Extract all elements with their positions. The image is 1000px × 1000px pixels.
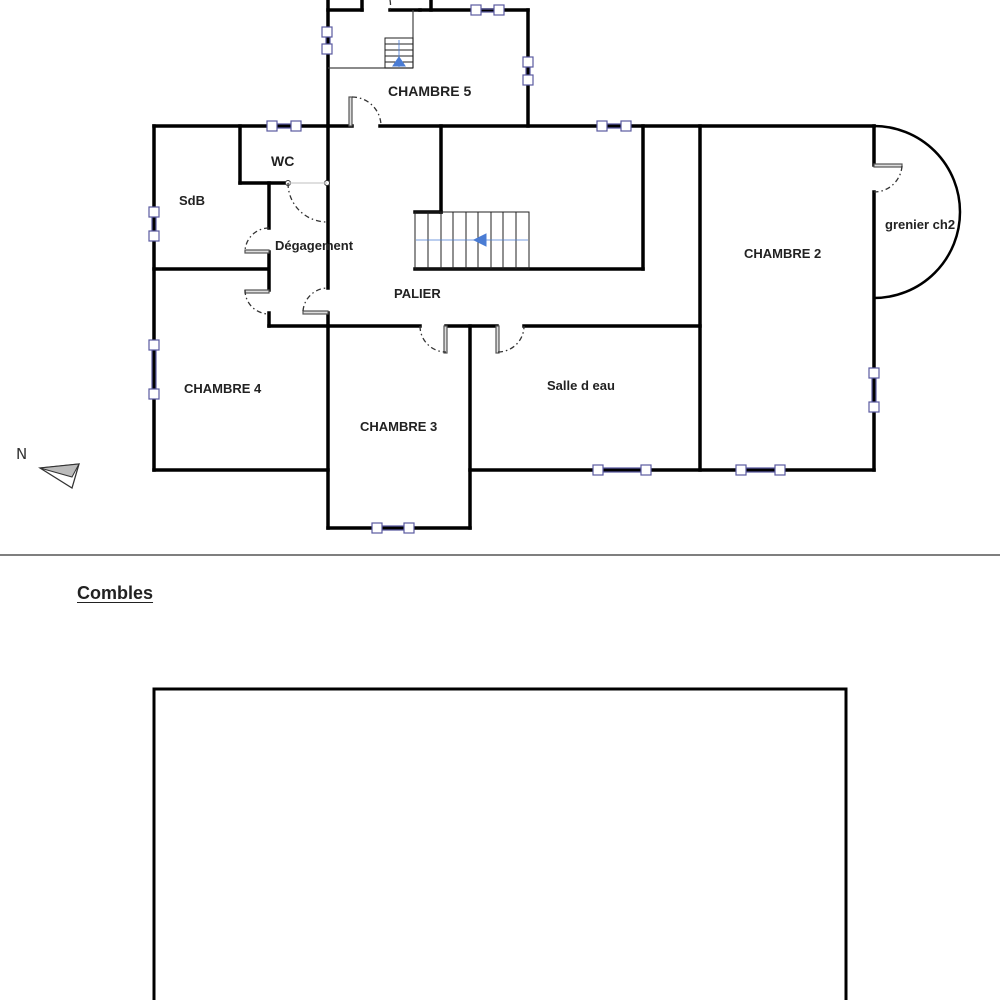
doors	[244, 0, 903, 354]
room-label-sdb: SdB	[179, 193, 205, 208]
north-arrow-icon	[38, 463, 80, 490]
compass: N	[16, 445, 80, 490]
room-label-chambre5: CHAMBRE 5	[388, 83, 471, 99]
room-label-degagement: Dégagement	[275, 238, 354, 253]
room-label-wc: WC	[271, 153, 294, 169]
staircase-main	[414, 211, 530, 270]
staircase-attic	[384, 37, 414, 69]
room-label-salle-eau: Salle d eau	[547, 378, 615, 393]
room-label-palier: PALIER	[394, 286, 441, 301]
room-label-chambre4: CHAMBRE 4	[184, 381, 262, 396]
room-label-chambre3: CHAMBRE 3	[360, 419, 437, 434]
windows	[148, 4, 880, 534]
compass-north-label: N	[16, 445, 27, 463]
room-label-grenier: grenier ch2	[885, 217, 955, 232]
attic-section-title: Combles	[77, 583, 154, 603]
walls	[152, 0, 962, 530]
attic-outline	[152, 687, 848, 1000]
room-label-chambre2: CHAMBRE 2	[744, 246, 821, 261]
